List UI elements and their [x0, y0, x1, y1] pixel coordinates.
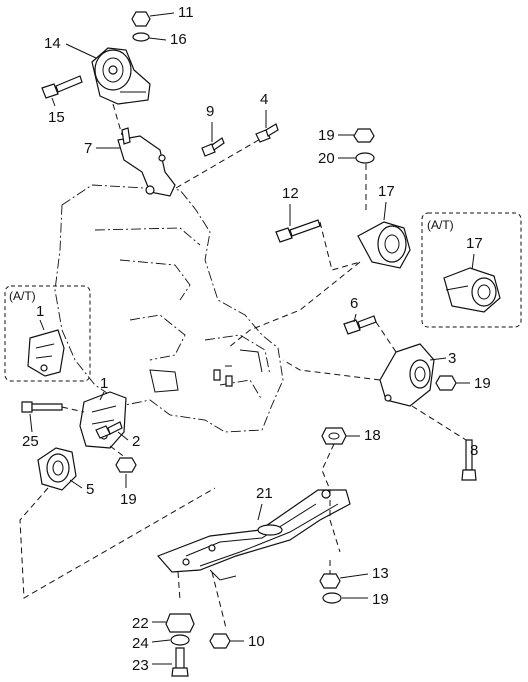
callout-2: 2 [132, 433, 140, 450]
callout-7: 7 [84, 140, 92, 157]
bolt-8 [461, 439, 477, 481]
insulator-18 [321, 427, 347, 445]
callout-17-inset: 17 [466, 235, 483, 252]
callout-24: 24 [132, 635, 149, 652]
callout-22: 22 [132, 615, 149, 632]
mount-bracket-at-inset [27, 329, 65, 377]
inset-left-label: (A/T) [9, 289, 36, 303]
bolt-25 [21, 401, 63, 413]
bolt-12 [275, 219, 321, 243]
callout-18: 18 [364, 427, 381, 444]
inset-right-label: (A/T) [427, 218, 454, 232]
callout-8: 8 [470, 442, 478, 459]
engine-studs [213, 365, 233, 387]
nut-11 [131, 11, 151, 27]
washer-16 [132, 32, 150, 42]
callout-4: 4 [260, 91, 268, 108]
callout-14: 14 [44, 35, 61, 52]
callout-15: 15 [48, 109, 65, 126]
mount-5 [37, 447, 77, 491]
bracket-1 [79, 391, 127, 449]
bracket-7 [117, 127, 176, 197]
bolt-15 [41, 75, 83, 99]
inset-box-left: (A/T) 1 [4, 285, 91, 382]
bolt-2 [95, 421, 123, 439]
callout-1: 1 [100, 375, 108, 392]
callout-17: 17 [378, 183, 395, 200]
engine-mount-upper [91, 47, 151, 105]
callout-19-mid: 19 [474, 375, 491, 392]
callout-5: 5 [86, 481, 94, 498]
callout-1-inset: 1 [36, 303, 44, 320]
callout-12: 12 [282, 185, 299, 202]
callout-20: 20 [318, 150, 335, 167]
callout-11: 11 [178, 4, 194, 21]
callout-19-top: 19 [318, 127, 335, 144]
callout-25: 25 [22, 433, 39, 450]
callout-19-left: 19 [120, 491, 137, 508]
callout-23: 23 [132, 657, 149, 674]
nut-10 [209, 633, 231, 649]
callout-21: 21 [256, 485, 273, 502]
mount-3 [379, 343, 435, 407]
bolt-6 [343, 315, 377, 335]
mount-at-inset [443, 267, 501, 313]
crossmember-21 [156, 489, 351, 581]
bolt-4 [255, 123, 279, 143]
mount-17 [357, 221, 411, 269]
callout-6: 6 [350, 295, 358, 312]
nut-19-mid [435, 375, 457, 391]
nut-13 [319, 573, 341, 589]
engine-outline [54, 184, 284, 433]
callout-10: 10 [248, 633, 265, 650]
bolt-23 [171, 647, 189, 677]
washer-19-bot [322, 592, 342, 604]
callout-19-bot: 19 [372, 591, 389, 608]
callout-3: 3 [448, 350, 456, 367]
insulator-22 [165, 613, 195, 633]
washer-20 [355, 152, 375, 164]
callout-13: 13 [372, 565, 389, 582]
washer-24 [170, 634, 190, 646]
callout-9: 9 [206, 103, 214, 120]
nut-19-top [353, 128, 375, 143]
callout-16: 16 [170, 31, 187, 48]
inset-box-right: (A/T) 17 [421, 212, 522, 328]
nut-19-left [115, 457, 137, 473]
bolt-9 [201, 137, 225, 157]
